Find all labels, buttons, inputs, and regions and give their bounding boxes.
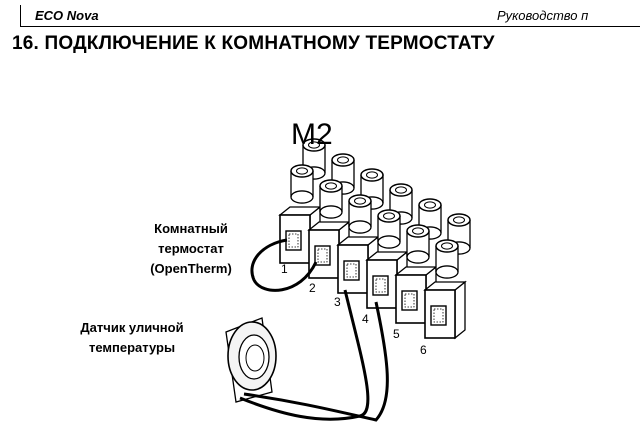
outdoor-sensor-icon [225,317,277,403]
terminal-number-1: 1 [281,262,288,276]
page-header: ECO Nova Руководство п [20,5,640,27]
terminal-socket [343,260,360,281]
terminal-block-label: M2 [291,118,333,151]
sensor-label-line: Датчик уличной [80,320,184,335]
terminal-number-4: 4 [362,312,369,326]
terminal-block [365,183,413,310]
terminal-socket [372,275,389,296]
thermostat-label: Комнатный термостат (OpenTherm) [126,219,256,279]
sensor-label: Датчик уличной температуры [62,318,202,358]
terminal-block [423,213,471,340]
thermostat-wire [250,238,318,292]
terminal-number-5: 5 [393,327,400,341]
terminal-block [307,153,355,280]
terminal-socket [430,305,447,326]
terminal-number-2: 2 [309,281,316,295]
terminal-block [336,168,384,295]
terminal-number-3: 3 [334,295,341,309]
terminal-socket [314,245,331,266]
terminal-strip [278,138,471,340]
thermostat-label-line: термостат [158,241,224,256]
section-title: 16. ПОДКЛЮЧЕНИЕ К КОМНАТНОМУ ТЕРМОСТАТУ [12,33,495,54]
terminal-block [278,138,326,265]
thermostat-label-line: (OpenTherm) [150,261,232,276]
terminal-socket [401,290,418,311]
sensor-label-line: температуры [88,340,176,355]
header-document-title: Руководство п [497,8,589,23]
header-product-name: ECO Nova [35,8,99,23]
sensor-wire-2 [243,301,389,422]
thermostat-label-line: Комнатный [154,221,228,236]
terminal-number-6: 6 [420,343,427,357]
